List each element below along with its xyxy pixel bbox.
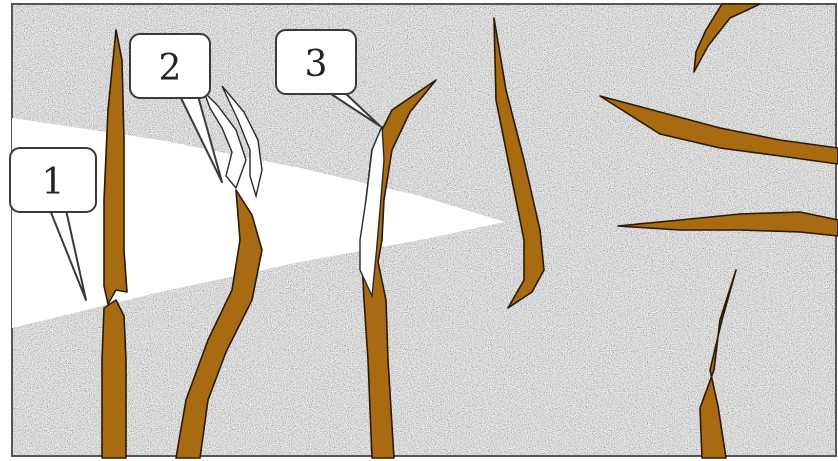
callout-1-label: 1 — [42, 162, 65, 203]
fibre-fractured-lower — [102, 300, 126, 458]
callout-2-label: 2 — [159, 48, 182, 89]
callout-3-label: 3 — [305, 44, 328, 85]
